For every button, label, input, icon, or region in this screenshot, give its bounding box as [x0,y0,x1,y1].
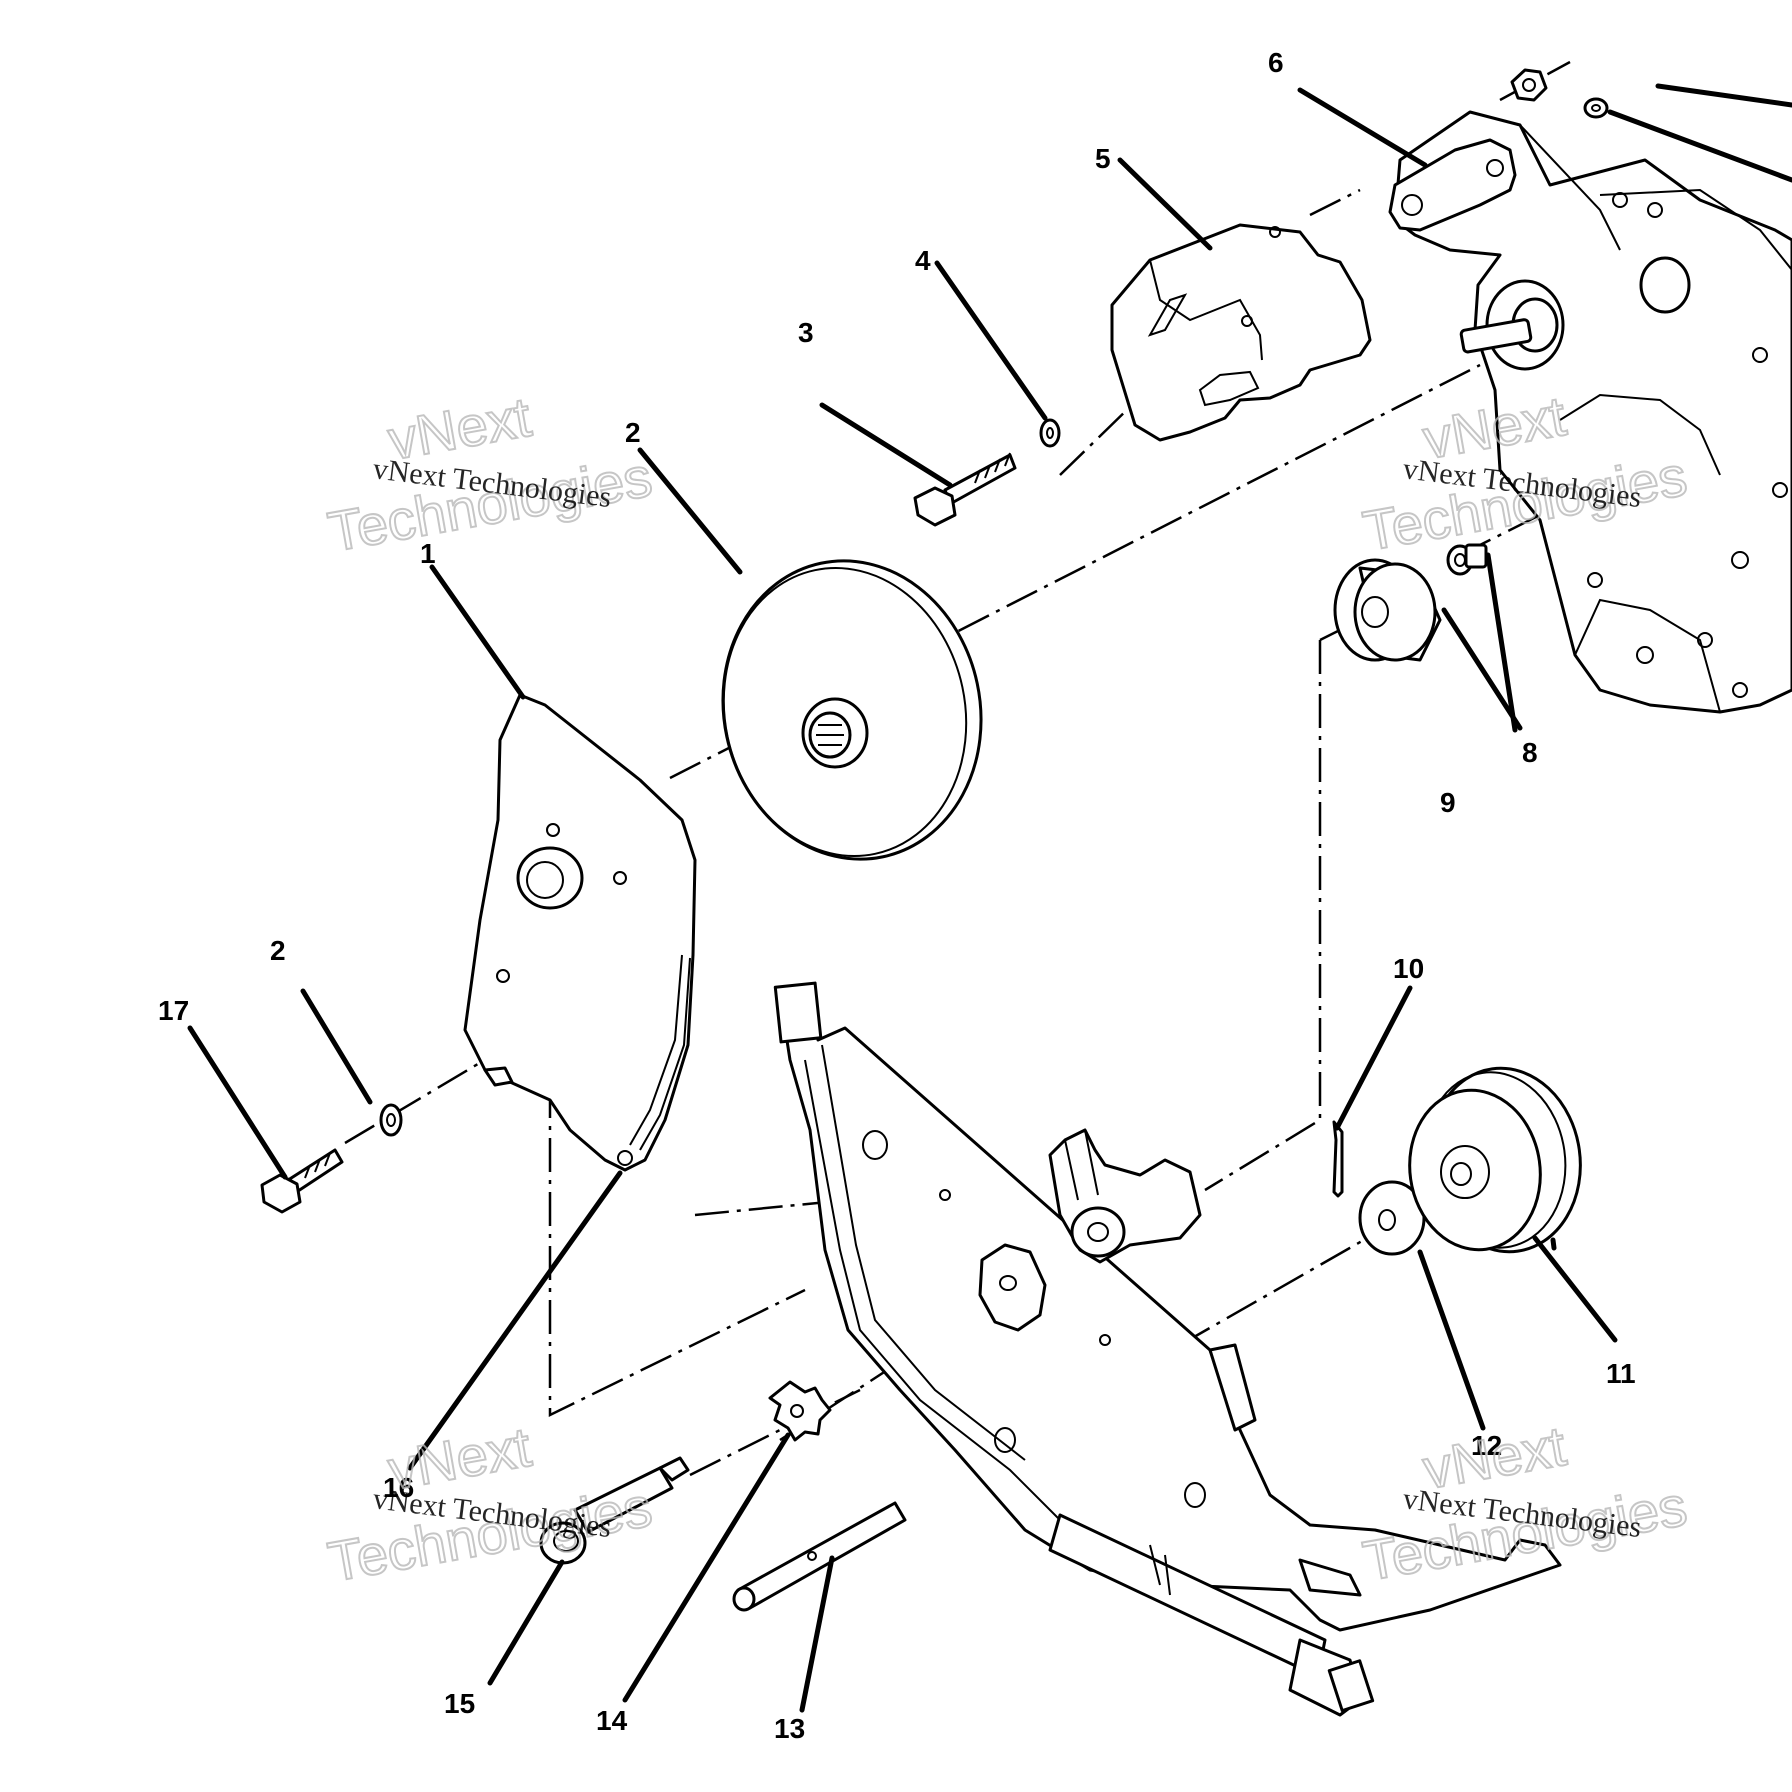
cover-plate-part-1 [463,693,697,1172]
label-part-16: 16 [383,1472,414,1503]
label-part-5: 5 [1095,143,1111,174]
cotter-pin-part-10 [1332,1120,1344,1198]
label-part-6: 6 [1268,47,1284,78]
watermark-bottom-right: vNext Technologies [1357,1413,1692,1594]
label-part-8: 8 [1522,737,1538,768]
washer-part-2-lower [379,1103,403,1137]
label-part-13: 13 [774,1713,805,1744]
leader-lines [187,83,1792,1713]
label-part-1: 1 [420,538,436,569]
idler-arm [1048,1128,1202,1264]
washer-top-right [1583,97,1609,119]
label-part-17: 17 [158,995,189,1026]
star-washer-part-14 [768,1380,832,1442]
label-part-2-upper: 2 [625,417,641,448]
frame-main [773,981,1562,1717]
pulley-disc-part-2 [721,559,983,861]
bushing-part-8 [1446,543,1488,576]
part-labels: 1 2 2 3 4 5 6 8 9 10 11 12 13 14 15 16 1… [158,47,1636,1744]
label-part-11: 11 [1606,1358,1636,1389]
bracket-part-6 [1388,138,1517,232]
nut-part-7-area [1510,68,1548,102]
label-part-2-lower: 2 [270,935,286,966]
label-part-12: 12 [1471,1430,1502,1461]
cam-plate [978,1243,1047,1332]
label-part-9: 9 [1440,787,1456,818]
label-part-4: 4 [915,245,931,276]
bolt-part-3 [913,452,1017,527]
spacer-part-9 [1333,558,1442,662]
shoulder-bolt-part-15 [539,1456,690,1565]
transmission-housing [1393,110,1792,714]
washer-part-4 [1039,418,1061,448]
idler-pulley-part-11 [1408,1066,1582,1254]
label-part-3: 3 [798,317,814,348]
pin-part-13 [732,1501,907,1612]
label-part-10: 10 [1393,953,1424,984]
bolt-part-17 [260,1148,344,1214]
label-part-15: 15 [444,1688,475,1719]
housing-part-5 [1110,223,1372,442]
label-part-14: 14 [596,1705,628,1736]
